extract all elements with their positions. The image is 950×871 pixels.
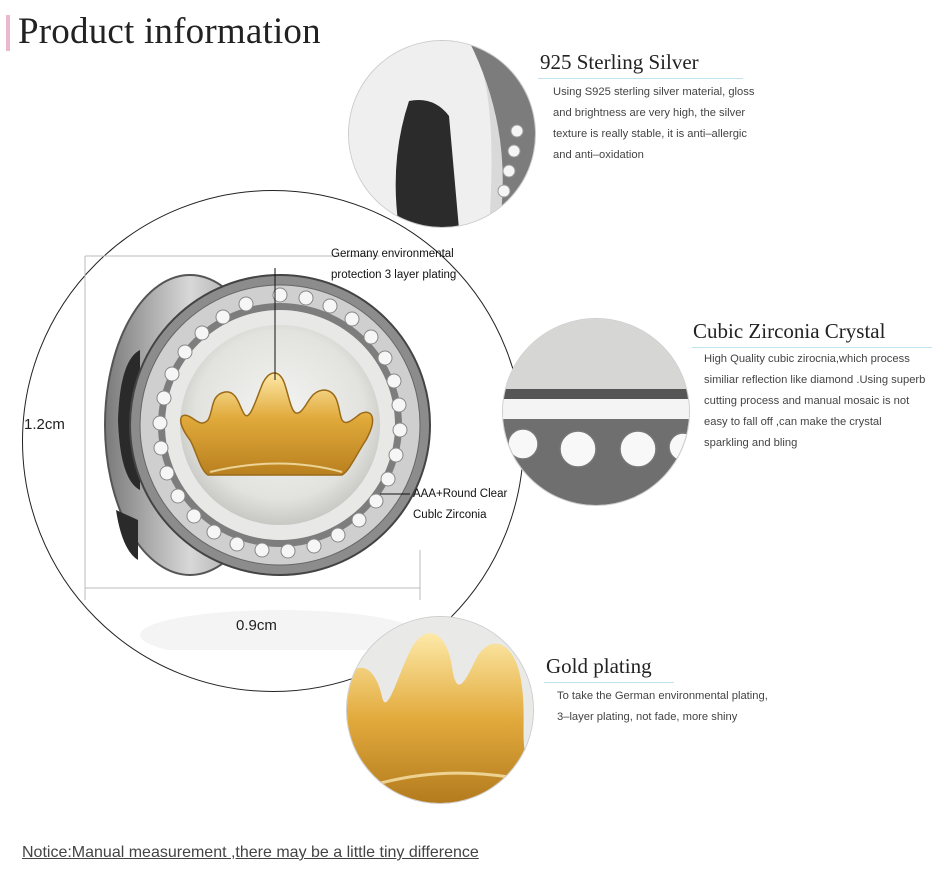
- feature-underline: [538, 78, 743, 79]
- crown-charm-image: [84, 255, 431, 650]
- feature-desc-line: To take the German environmental plating…: [557, 690, 768, 702]
- plating-annotation-line2: protection 3 layer plating: [331, 269, 457, 281]
- feature-title-silver: 925 Sterling Silver: [540, 50, 699, 74]
- feature-underline: [544, 682, 674, 683]
- zirconia-annotation: AAA+Round Clear Cublc Zirconia: [413, 484, 507, 526]
- feature-desc-zirconia: High Quality cubic zirocnia,which proces…: [704, 349, 925, 454]
- feature-desc-line: and anti–oxidation: [553, 149, 644, 161]
- feature-desc-line: similiar reflection like diamond .Using …: [704, 374, 926, 386]
- gold-detail-image: [346, 616, 534, 804]
- feature-title-gold: Gold plating: [546, 654, 652, 678]
- feature-desc-line: Using S925 sterling silver material, glo…: [553, 86, 755, 98]
- feature-desc-line: and brightness are very high, the silver: [553, 107, 746, 119]
- zirconia-annotation-line2: Cublc Zirconia: [413, 509, 487, 521]
- page-title: Product information: [18, 11, 321, 52]
- feature-desc-line: sparkling and bling: [704, 437, 798, 449]
- height-dimension: 1.2cm: [24, 416, 65, 433]
- zirconia-annotation-line1: AAA+Round Clear: [413, 488, 508, 500]
- plating-annotation: Germany environmental protection 3 layer…: [331, 244, 456, 286]
- title-accent-bar: [6, 15, 10, 51]
- zirconia-detail-image: [502, 318, 690, 506]
- width-dimension: 0.9cm: [236, 617, 277, 634]
- feature-desc-line: 3–layer plating, not fade, more shiny: [557, 711, 738, 723]
- silver-detail-image: [348, 40, 536, 228]
- plating-annotation-line1: Germany environmental: [331, 248, 454, 260]
- feature-title-zirconia: Cubic Zirconia Crystal: [693, 319, 886, 343]
- measurement-notice: Notice:Manual measurement ,there may be …: [22, 844, 479, 861]
- feature-desc-line: easy to fall off ,can make the crystal: [704, 416, 882, 428]
- feature-desc-line: cutting process and manual mosaic is not: [704, 395, 910, 407]
- feature-desc-silver: Using S925 sterling silver material, glo…: [553, 82, 754, 166]
- feature-desc-line: texture is really stable, it is anti–all…: [553, 128, 748, 140]
- feature-desc-line: High Quality cubic zirocnia,which proces…: [704, 353, 910, 365]
- feature-underline: [692, 347, 932, 348]
- feature-desc-gold: To take the German environmental plating…: [557, 686, 768, 728]
